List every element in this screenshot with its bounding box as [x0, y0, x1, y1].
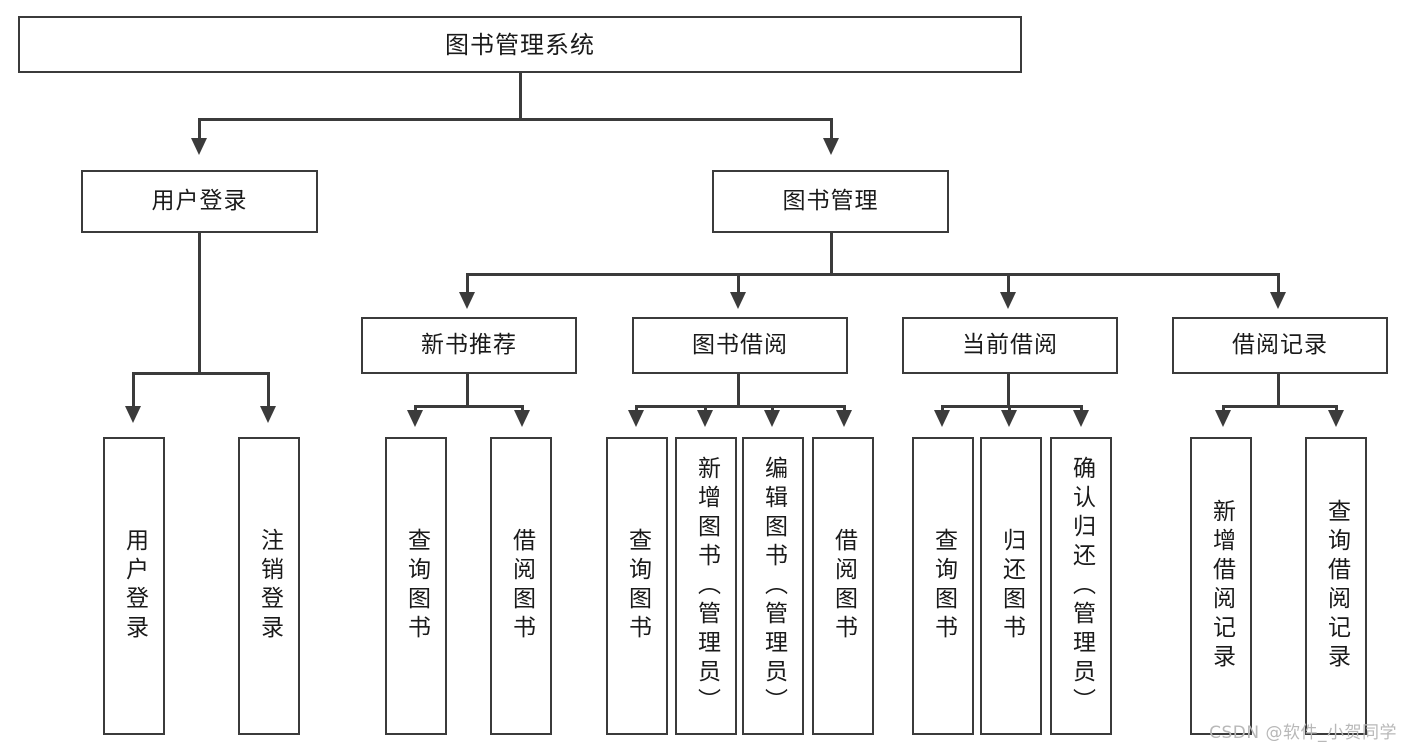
node-label: 图书管理系统 [445, 30, 595, 59]
node-label: 注销登录 [256, 528, 283, 644]
arrow-to-leaf-query-record [1328, 410, 1344, 427]
connector-current-branch-2 [1008, 405, 1011, 413]
connector-root-stem [519, 73, 522, 118]
leaf-user-login[interactable]: 用户登录 [103, 437, 165, 735]
arrow-to-new-book-recommend [459, 292, 475, 309]
node-book-borrow[interactable]: 图书借阅 [632, 317, 848, 374]
connector-borrow-branch-2 [704, 405, 707, 413]
arrow-to-current-borrow [1000, 292, 1016, 309]
connector-record-stem [1277, 374, 1280, 407]
arrow-to-user-login [191, 138, 207, 155]
node-user-login[interactable]: 用户登录 [81, 170, 318, 233]
connector-record-branch-2 [1335, 405, 1338, 413]
connector-borrow-branch-4 [843, 405, 846, 413]
leaf-borrow-edit-book[interactable]: 编辑图书（管理员） [742, 437, 804, 735]
leaf-borrow-query-book[interactable]: 查询图书 [606, 437, 668, 735]
connector-level3-branch-1 [466, 273, 469, 295]
arrow-to-leaf-edit-book [764, 410, 780, 427]
node-root-system[interactable]: 图书管理系统 [18, 16, 1022, 73]
node-label: 新书推荐 [421, 332, 517, 358]
connector-recommend-bus [414, 405, 524, 408]
connector-root-bus [198, 118, 833, 121]
arrow-to-leaf-logout [260, 406, 276, 423]
connector-borrow-branch-3 [771, 405, 774, 413]
arrow-to-leaf-query-book-c [934, 410, 950, 427]
connector-borrow-branch-1 [635, 405, 638, 413]
arrow-to-leaf-user-login [125, 406, 141, 423]
arrow-to-leaf-query-book-b [628, 410, 644, 427]
node-label: 用户登录 [121, 528, 148, 644]
connector-borrow-stem [737, 374, 740, 407]
connector-current-stem [1007, 374, 1010, 407]
node-label: 图书借阅 [692, 332, 788, 358]
connector-user-login-branch-1 [132, 372, 135, 410]
connector-current-bus [941, 405, 1083, 408]
node-label: 查询图书 [624, 528, 651, 644]
node-label: 图书管理 [782, 188, 879, 214]
connector-recommend-branch-1 [414, 405, 417, 413]
node-label: 新增图书（管理员） [693, 455, 720, 717]
connector-user-login-stem [198, 233, 201, 372]
node-label: 编辑图书（管理员） [760, 455, 787, 717]
leaf-logout[interactable]: 注销登录 [238, 437, 300, 735]
node-label: 归还图书 [998, 528, 1025, 644]
leaf-borrow-borrow-book[interactable]: 借阅图书 [812, 437, 874, 735]
leaf-recommend-borrow-book[interactable]: 借阅图书 [490, 437, 552, 735]
node-label: 借阅图书 [508, 528, 535, 644]
node-label: 查询借阅记录 [1323, 499, 1350, 673]
arrow-to-book-manage [823, 138, 839, 155]
watermark-text: CSDN @软件_小贺同学 [1209, 723, 1397, 743]
node-label: 借阅记录 [1232, 332, 1328, 358]
arrow-to-leaf-query-book-a [407, 410, 423, 427]
connector-recommend-branch-2 [521, 405, 524, 413]
leaf-recommend-query-book[interactable]: 查询图书 [385, 437, 447, 735]
connector-root-to-user-login [198, 118, 201, 140]
connector-user-login-bus [132, 372, 270, 375]
connector-record-branch-1 [1222, 405, 1225, 413]
arrow-to-leaf-return-book [1001, 410, 1017, 427]
leaf-record-add[interactable]: 新增借阅记录 [1190, 437, 1252, 735]
leaf-current-query-book[interactable]: 查询图书 [912, 437, 974, 735]
connector-borrow-bus [635, 405, 846, 408]
node-label: 查询图书 [403, 528, 430, 644]
arrow-to-leaf-confirm-return [1073, 410, 1089, 427]
connector-level3-branch-3 [1007, 273, 1010, 295]
node-label: 新增借阅记录 [1208, 499, 1235, 673]
node-label: 用户登录 [151, 188, 248, 214]
connector-level3-branch-4 [1277, 273, 1280, 295]
node-label: 确认归还（管理员） [1068, 455, 1095, 717]
connector-current-branch-1 [941, 405, 944, 413]
arrow-to-leaf-borrow-book-b [836, 410, 852, 427]
node-label: 查询图书 [930, 528, 957, 644]
connector-recommend-stem [466, 374, 469, 407]
connector-level3-bus [466, 273, 1280, 276]
arrow-to-book-borrow [730, 292, 746, 309]
node-label: 借阅图书 [830, 528, 857, 644]
leaf-borrow-add-book[interactable]: 新增图书（管理员） [675, 437, 737, 735]
connector-current-branch-3 [1080, 405, 1083, 413]
connector-root-to-book-manage [830, 118, 833, 140]
leaf-current-confirm-return[interactable]: 确认归还（管理员） [1050, 437, 1112, 735]
node-new-book-recommend[interactable]: 新书推荐 [361, 317, 577, 374]
leaf-record-query[interactable]: 查询借阅记录 [1305, 437, 1367, 735]
arrow-to-borrow-record [1270, 292, 1286, 309]
leaf-current-return-book[interactable]: 归还图书 [980, 437, 1042, 735]
connector-level3-branch-2 [737, 273, 740, 295]
node-label: 当前借阅 [962, 332, 1058, 358]
arrow-to-leaf-add-record [1215, 410, 1231, 427]
connector-record-bus [1222, 405, 1338, 408]
node-current-borrow[interactable]: 当前借阅 [902, 317, 1118, 374]
node-borrow-record[interactable]: 借阅记录 [1172, 317, 1388, 374]
node-book-manage[interactable]: 图书管理 [712, 170, 949, 233]
connector-user-login-branch-2 [267, 372, 270, 410]
arrow-to-leaf-add-book [697, 410, 713, 427]
connector-book-manage-stem [830, 233, 833, 273]
arrow-to-leaf-borrow-book-a [514, 410, 530, 427]
